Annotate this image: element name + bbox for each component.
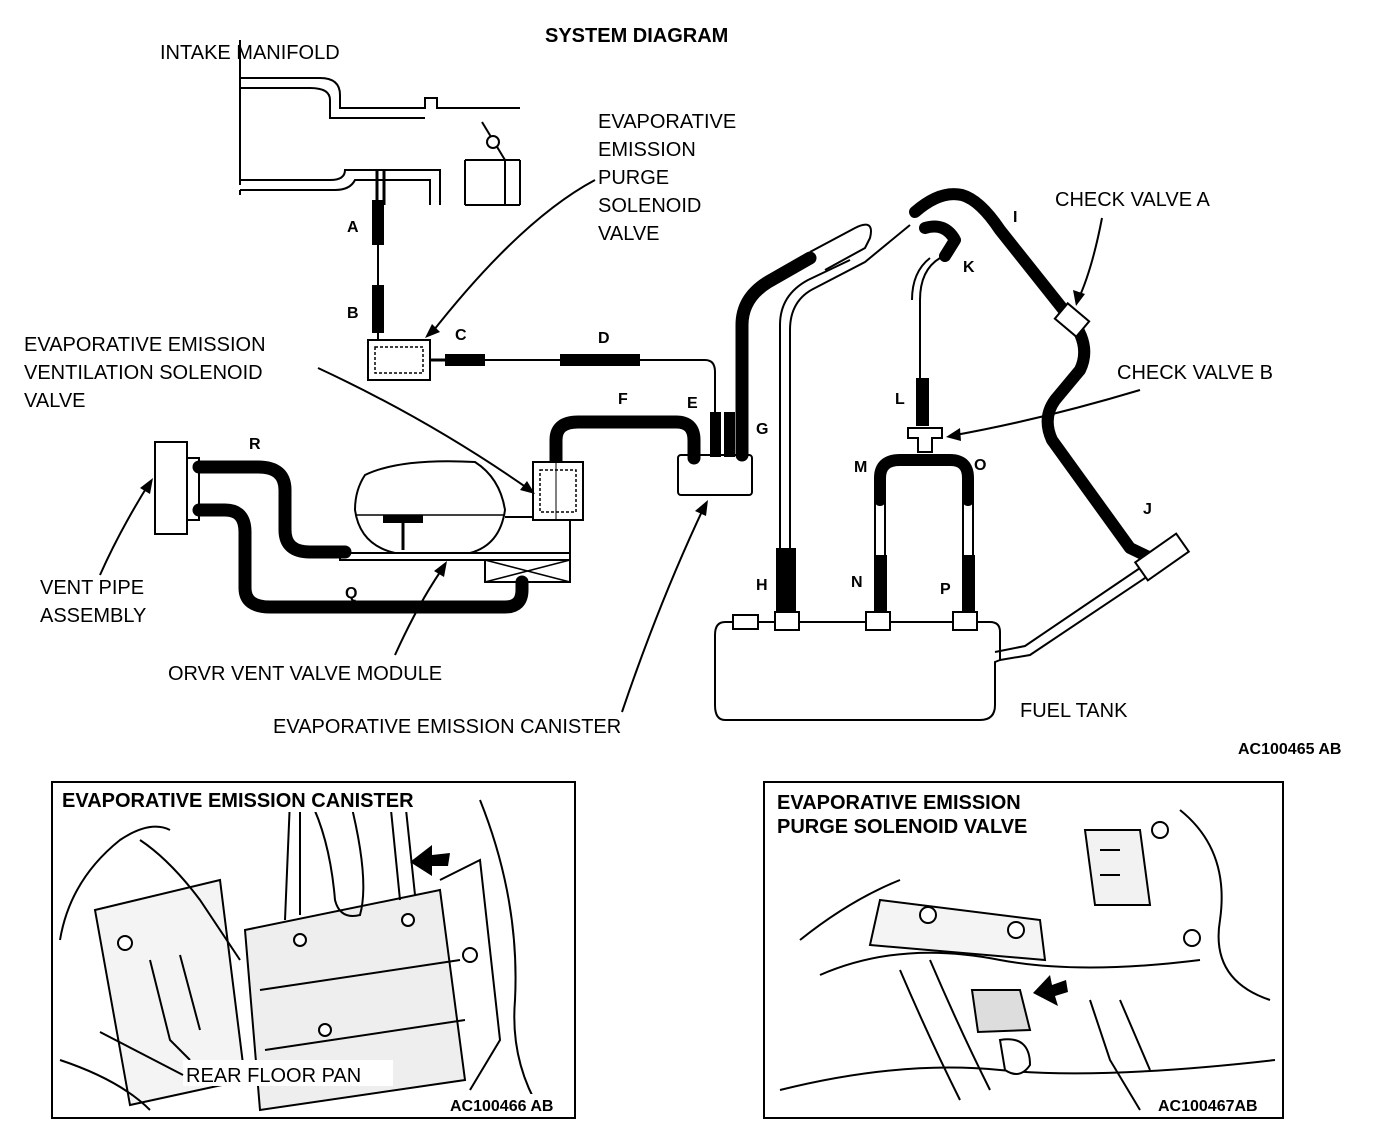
- hose-l: [916, 378, 929, 426]
- hose-m-o: [874, 454, 974, 506]
- hose-r: [192, 460, 352, 559]
- canister: [677, 412, 753, 496]
- orvr-label: ORVR VENT VALVE MODULE: [168, 663, 442, 685]
- hose-label-n: N: [851, 574, 863, 591]
- vent-solenoid-valve: [532, 461, 584, 521]
- check-valve-a: [1053, 301, 1091, 339]
- hose-n: [874, 555, 887, 615]
- purge-valve-label: EVAPORATIVE EMISSION PURGE SOLENOID VALV…: [598, 111, 736, 245]
- purge-valve-label-line-3: PURGE: [598, 167, 669, 189]
- vent-solenoid-label-line-1: EVAPORATIVE EMISSION: [24, 334, 266, 356]
- hose-label-e: E: [687, 395, 698, 412]
- hose-label-j: J: [1143, 501, 1152, 518]
- vent-pipe-label-line-1: VENT PIPE: [40, 577, 144, 599]
- purge-solenoid-valve: [367, 339, 445, 381]
- hose-label-k: K: [963, 259, 975, 276]
- figure-code-inset-right: AC100467AB: [1158, 1098, 1258, 1115]
- vent-pipe-label: VENT PIPE ASSEMBLY: [40, 577, 146, 627]
- hose-label-a: A: [347, 219, 359, 236]
- hose-label-l: L: [895, 391, 905, 408]
- hose-q: [192, 503, 529, 614]
- hose-k: [919, 220, 961, 262]
- hose-label-g: G: [756, 421, 768, 438]
- vent-solenoid-label: EVAPORATIVE EMISSION VENTILATION SOLENOI…: [24, 334, 266, 412]
- vent-solenoid-label-line-2: VENTILATION SOLENOID: [24, 362, 263, 384]
- orvr-vent-valve-module: [339, 460, 571, 583]
- purge-hoses-ab: [372, 200, 384, 340]
- hose-label-c: C: [455, 327, 467, 344]
- inset-canister-photo: [51, 781, 576, 1119]
- intake-manifold-label: INTAKE MANIFOLD: [160, 42, 340, 64]
- inset-left-title: EVAPORATIVE EMISSION CANISTER: [62, 790, 414, 812]
- purge-valve-label-line-4: SOLENOID: [598, 195, 701, 217]
- purge-valve-label-line-2: EMISSION: [598, 139, 696, 161]
- hose-label-r: R: [249, 436, 261, 453]
- fuel-tank: [714, 532, 1191, 721]
- hose-g: [735, 251, 817, 462]
- canister-label: EVAPORATIVE EMISSION CANISTER: [273, 716, 621, 738]
- hose-label-b: B: [347, 305, 359, 322]
- purge-valve-label-line-1: EVAPORATIVE: [598, 111, 736, 133]
- hose-label-h: H: [756, 577, 768, 594]
- purge-valve-label-line-5: VALVE: [598, 223, 660, 245]
- vent-pipe-label-line-2: ASSEMBLY: [40, 605, 146, 627]
- purge-valve-leader: [429, 179, 596, 336]
- inset-right-title-line-1: EVAPORATIVE EMISSION: [777, 792, 1021, 814]
- inset-purge-valve-photo: [763, 781, 1284, 1119]
- inset-right-title-line-2: PURGE SOLENOID VALVE: [777, 816, 1027, 838]
- vent-pipe-assembly: [154, 441, 200, 535]
- inset-left-callout: REAR FLOOR PAN: [186, 1065, 361, 1087]
- hose-label-p: P: [940, 581, 951, 598]
- hose-f: [549, 415, 701, 469]
- figure-code-inset-left: AC100466 AB: [450, 1098, 553, 1115]
- check-valve-a-label: CHECK VALVE A: [1055, 189, 1211, 211]
- check-valve-b-label: CHECK VALVE B: [1117, 362, 1273, 384]
- diagram-title: SYSTEM DIAGRAM: [545, 25, 728, 47]
- hose-h: [776, 548, 796, 613]
- vent-solenoid-label-line-3: VALVE: [24, 390, 86, 412]
- hose-label-q: Q: [345, 585, 357, 602]
- hose-label-o: O: [974, 457, 986, 474]
- hose-cd: [445, 354, 716, 415]
- hose-label-m: M: [854, 459, 867, 476]
- fuel-tank-label: FUEL TANK: [1020, 700, 1128, 722]
- check-valve-b: [907, 427, 943, 453]
- hose-label-d: D: [598, 330, 610, 347]
- figure-code-main: AC100465 AB: [1238, 741, 1341, 758]
- hose-label-i: I: [1013, 209, 1017, 226]
- hose-label-f: F: [618, 391, 628, 408]
- hose-p: [962, 555, 975, 615]
- intake-manifold: [239, 40, 521, 206]
